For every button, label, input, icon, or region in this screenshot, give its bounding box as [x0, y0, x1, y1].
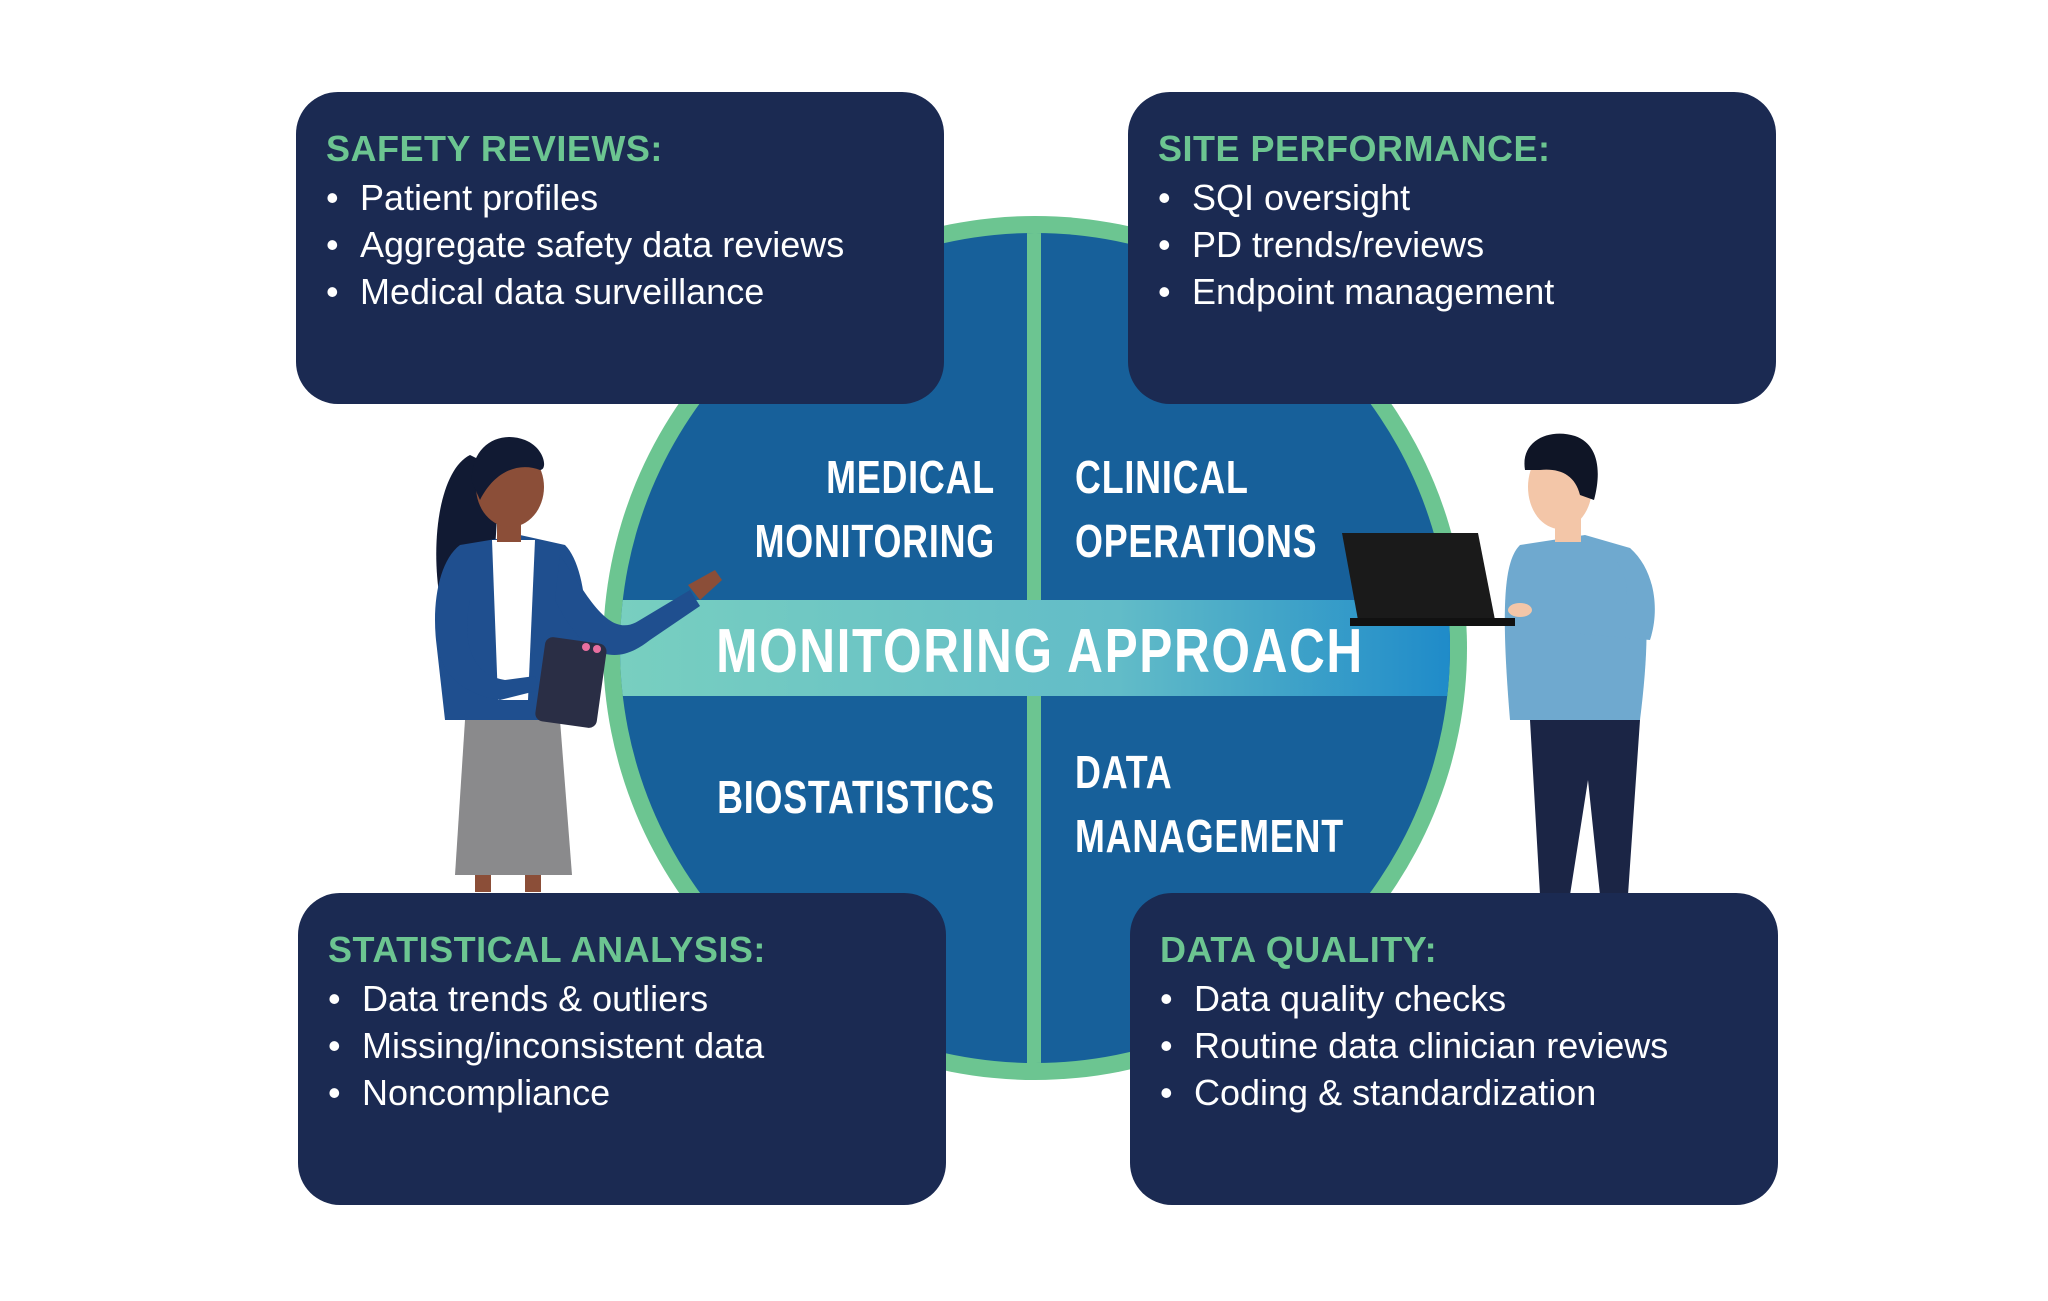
card-list: Data trends & outliers Missing/inconsist…	[328, 975, 916, 1116]
quadrant-line: DATA	[1075, 746, 1173, 798]
quadrant-line: CLINICAL	[1075, 451, 1249, 503]
list-item: Medical data surveillance	[326, 268, 914, 315]
list-item: Patient profiles	[326, 174, 914, 221]
card-safety-reviews: SAFETY REVIEWS: Patient profiles Aggrega…	[296, 92, 944, 404]
card-site-performance: SITE PERFORMANCE: SQI oversight PD trend…	[1128, 92, 1776, 404]
quadrant-line: MEDICAL	[826, 451, 995, 503]
center-band	[620, 600, 1450, 696]
quadrant-data-management: DATA MANAGEMENT	[1075, 740, 1371, 868]
quadrant-line: MONITORING	[754, 515, 995, 567]
quadrant-medical-monitoring: MEDICAL MONITORING	[726, 445, 995, 573]
card-statistical-analysis: STATISTICAL ANALYSIS: Data trends & outl…	[298, 893, 946, 1205]
quadrant-line: MANAGEMENT	[1075, 810, 1344, 862]
list-item: Aggregate safety data reviews	[326, 221, 914, 268]
list-item: Data quality checks	[1160, 975, 1748, 1022]
tablet-icon	[535, 637, 607, 728]
card-title: SAFETY REVIEWS:	[326, 128, 663, 169]
quadrant-line: BIOSTATISTICS	[717, 771, 995, 823]
card-list: Patient profiles Aggregate safety data r…	[326, 174, 914, 315]
list-item: Endpoint management	[1158, 268, 1746, 315]
card-title: SITE PERFORMANCE:	[1158, 128, 1551, 169]
card-list: SQI oversight PD trends/reviews Endpoint…	[1158, 174, 1746, 315]
list-item: Noncompliance	[328, 1069, 916, 1116]
list-item: Missing/inconsistent data	[328, 1022, 916, 1069]
list-item: SQI oversight	[1158, 174, 1746, 221]
laptop-icon	[1342, 533, 1515, 626]
quadrant-biostatistics: BIOSTATISTICS	[703, 765, 996, 829]
woman-presenter-illustration	[435, 436, 722, 892]
man-with-laptop-illustration	[1342, 433, 1655, 895]
card-title: STATISTICAL ANALYSIS:	[328, 929, 766, 970]
list-item: PD trends/reviews	[1158, 221, 1746, 268]
quadrant-clinical-operations: CLINICAL OPERATIONS	[1075, 445, 1371, 573]
list-item: Data trends & outliers	[328, 975, 916, 1022]
card-title: DATA QUALITY:	[1160, 929, 1438, 970]
list-item: Coding & standardization	[1160, 1069, 1748, 1116]
quadrant-line: OPERATIONS	[1075, 515, 1318, 567]
center-title: MONITORING APPROACH	[716, 617, 1364, 686]
card-data-quality: DATA QUALITY: Data quality checks Routin…	[1130, 893, 1778, 1205]
card-list: Data quality checks Routine data clinici…	[1160, 975, 1748, 1116]
list-item: Routine data clinician reviews	[1160, 1022, 1748, 1069]
